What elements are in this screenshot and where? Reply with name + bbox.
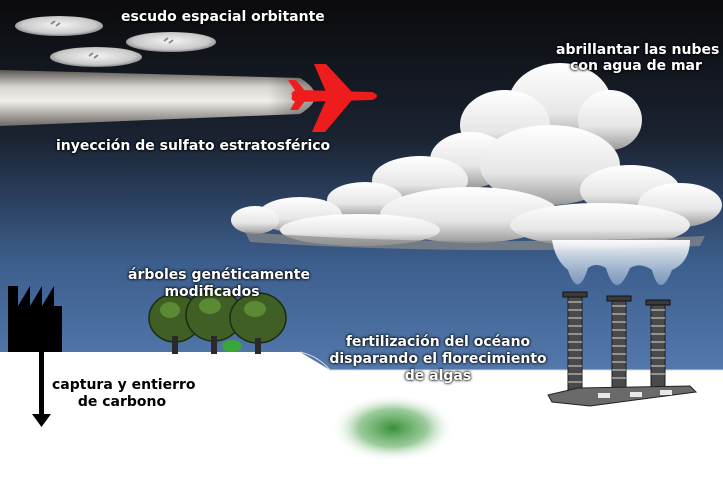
label-ocean-fertilization-line3: de algas <box>404 368 472 384</box>
label-space-shield: escudo espacial orbitante <box>121 9 325 25</box>
label-carbon-capture-line2: de carbono <box>77 394 167 410</box>
gm-trees-icon <box>148 288 287 354</box>
label-ocean-fertilization-line2: disparando el florecimiento <box>329 351 547 367</box>
down-arrow-icon <box>32 352 51 427</box>
seawater-spray <box>552 240 690 285</box>
sulfate-contrail <box>0 70 315 126</box>
spray-towers <box>547 291 698 407</box>
label-cloud-brightening-line1: abrillantar las nubes <box>556 42 720 58</box>
label-carbon-capture-line1: captura y entierro <box>52 377 196 393</box>
label-ocean-fertilization-line1: fertilización del océano <box>345 334 531 350</box>
label-gm-trees-line1: árboles genéticamente <box>128 267 310 283</box>
label-gm-trees-line2: modificados <box>164 284 260 300</box>
label-cloud-brightening-line2: con agua de mar <box>570 58 702 74</box>
factory-icon <box>8 286 62 352</box>
airplane-icon <box>288 64 377 132</box>
label-sulfate-injection: inyección de sulfato estratosférico <box>56 138 331 154</box>
space-shield-discs <box>15 16 216 67</box>
cumulus-cloud <box>231 63 722 251</box>
algae-bloom <box>331 394 455 462</box>
